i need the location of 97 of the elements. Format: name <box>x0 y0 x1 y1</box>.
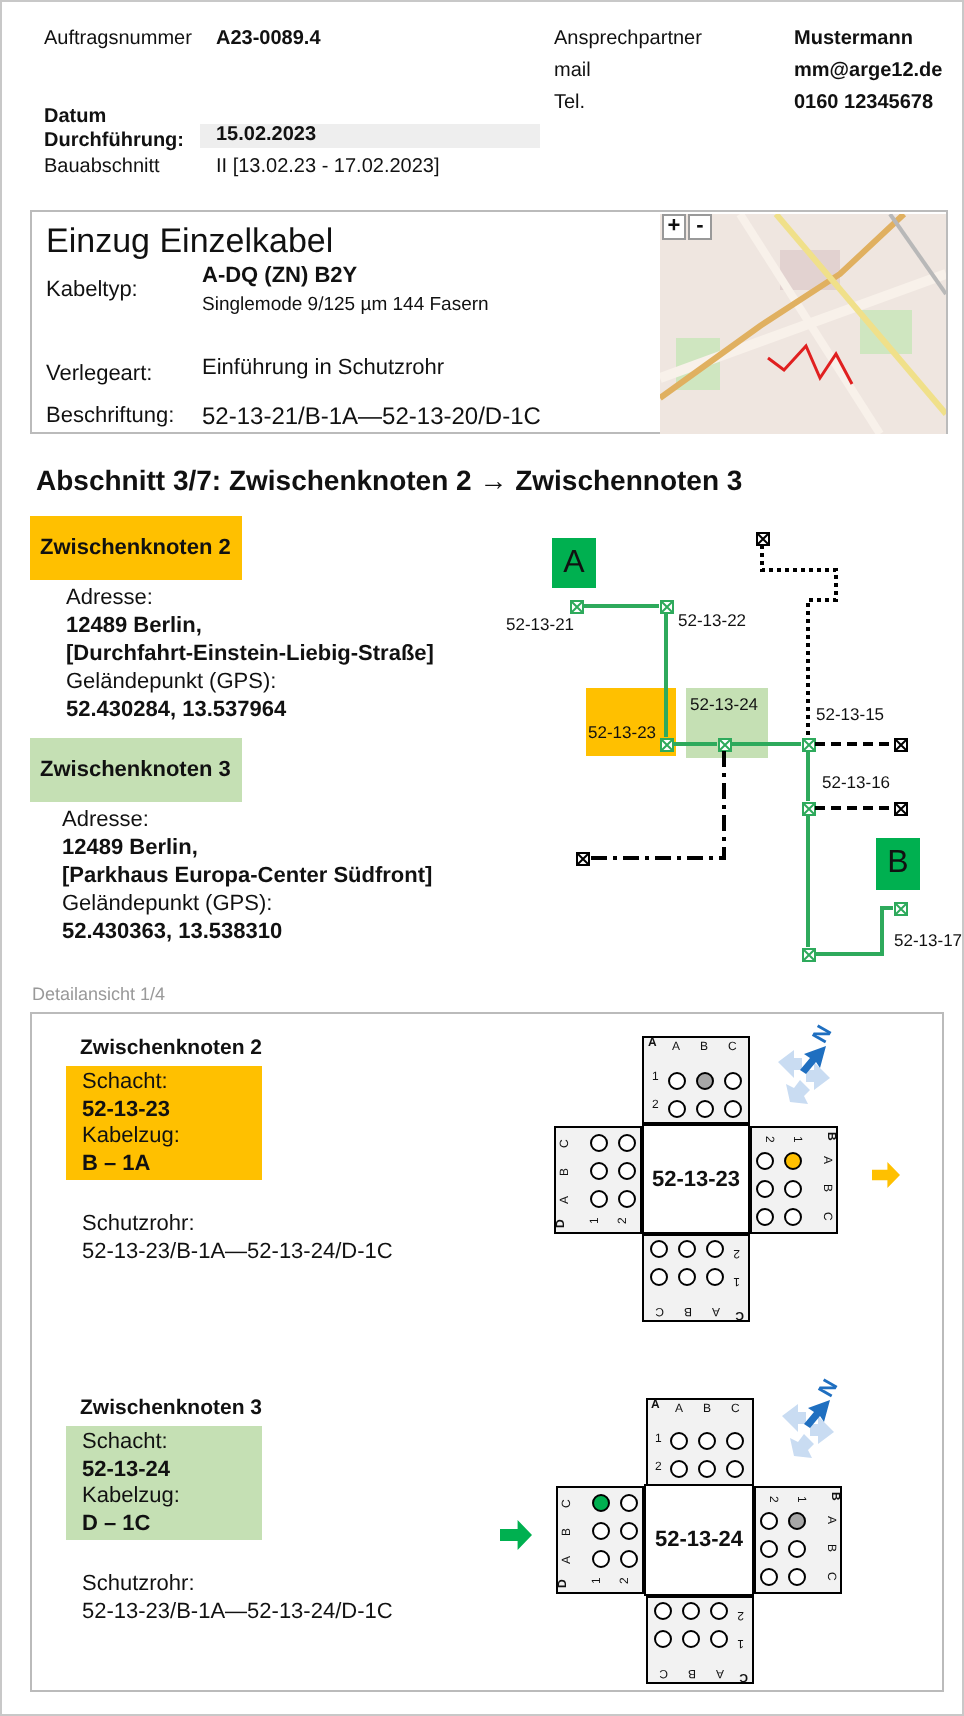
field-label: Verlegeart: <box>46 362 153 389</box>
conduit-label: 52-13-23/B-1A—52-13-24/D-1C <box>82 1240 393 1267</box>
cable-line <box>815 906 893 956</box>
field-label: Ansprechpartner <box>554 28 702 52</box>
junction-marker <box>717 737 731 751</box>
address-label: Adresse: <box>66 586 153 613</box>
shaft-label: 52-13-16 <box>822 772 891 793</box>
shaft-label: 52-13-15 <box>816 704 885 725</box>
box-title: Einzug Einzelkabel <box>46 222 334 263</box>
shaft-label: 52-13-24 <box>690 694 759 715</box>
address-value: [Parkhaus Europa-Center Südfront] <box>62 864 433 891</box>
address-label: Adresse: <box>62 808 149 835</box>
cable-line <box>673 742 717 746</box>
cable-line <box>815 742 893 746</box>
junction-marker <box>893 737 907 751</box>
field-value: Mustermann <box>794 28 913 52</box>
shaft-label: 52-13-21 <box>506 614 575 635</box>
north-letter: N <box>814 1375 846 1403</box>
shaft-label: 52-13-17 <box>894 930 963 951</box>
field-value: Singlemode 9/125 µm 144 Fasern <box>202 294 489 317</box>
address-label: Geländepunkt (GPS): <box>62 892 273 919</box>
cable-line <box>583 604 659 608</box>
endpoint-tag: B <box>876 838 920 890</box>
field-label: Schacht: <box>82 1070 168 1097</box>
card-heading: Zwischenknoten 2 <box>80 1036 263 1062</box>
duct-panel <box>750 1125 838 1233</box>
highlight-box <box>686 688 768 758</box>
cable-line <box>806 751 810 801</box>
duct-panel <box>642 1234 750 1322</box>
junction-marker <box>801 737 815 751</box>
junction-marker <box>575 851 589 865</box>
field-label: Schutzrohr: <box>82 1572 195 1599</box>
junction-marker <box>569 599 583 613</box>
section-title: Abschnitt 3/7: Zwischenknoten 2 → Zwischennoten 3 <box>36 464 743 498</box>
north-letter: N <box>808 1021 840 1049</box>
email-address: mm@arge12.de <box>794 60 943 84</box>
junction-marker <box>801 801 815 815</box>
shaft-label: 52-13-22 <box>678 610 747 631</box>
highlight-box <box>586 688 676 756</box>
phone-number: 0160 12345678 <box>794 92 934 116</box>
shaft-label: 52-13-23 <box>588 722 657 743</box>
address-value: 52.430284, 13.537964 <box>66 698 287 725</box>
field-value: Einführung in Schutzrohr <box>202 356 445 383</box>
zoom-in-button: + <box>662 214 686 240</box>
junction-marker <box>801 947 815 961</box>
junction-marker <box>893 901 907 915</box>
address-value: 12489 Berlin, <box>66 614 202 641</box>
field-value: A23-0089.4 <box>216 28 321 52</box>
heading-tag: Zwischenknoten 3 <box>30 738 242 802</box>
field-value: 52-13-21/B-1A—52-13-20/D-1C <box>202 402 541 431</box>
field-label: Schacht: <box>82 1430 168 1457</box>
field-label: Kabelzug: <box>82 1484 180 1511</box>
duct-panel <box>645 1595 753 1683</box>
junction-marker <box>659 737 673 751</box>
cable-line <box>664 613 668 737</box>
field-value: 52-13-24 <box>82 1457 171 1484</box>
field-value: 52-13-23 <box>82 1097 171 1124</box>
field-label: Beschriftung: <box>46 404 175 431</box>
address-value: 12489 Berlin, <box>62 836 198 863</box>
address-label: Geländepunkt (GPS): <box>66 670 277 697</box>
duct-panel <box>554 1125 642 1233</box>
field-label: Kabelzug: <box>82 1124 180 1151</box>
field-label: Bauabschnitt <box>44 156 160 180</box>
junction-marker <box>755 531 769 545</box>
card-heading: Zwischenknoten 3 <box>80 1396 263 1422</box>
cable-line <box>815 806 893 810</box>
cable-info-box <box>30 210 948 434</box>
conduit-label: 52-13-23/B-1A—52-13-24/D-1C <box>82 1600 393 1627</box>
field-value: A-DQ (ZN) B2Y <box>202 264 358 291</box>
cable-line <box>589 751 726 860</box>
heading-tag: Zwischenknoten 2 <box>30 516 242 580</box>
cable-line <box>806 815 810 947</box>
shaft-center-box: 52-13-23 <box>642 1124 750 1234</box>
field-label: Auftragsnummer <box>44 28 192 52</box>
zoom-out-button: - <box>688 214 712 240</box>
field-label: Datum Durchführung: <box>44 106 186 154</box>
duct-panel <box>556 1486 644 1594</box>
field-value: B – 1A <box>82 1151 151 1178</box>
duct-panel <box>642 1036 750 1124</box>
field-label: Schutzrohr: <box>82 1212 195 1239</box>
address-value: 52.430363, 13.538310 <box>62 920 283 947</box>
cable-line <box>760 545 838 737</box>
shaft-center-box: 52-13-24 <box>644 1484 754 1596</box>
duct-panel <box>754 1486 842 1594</box>
field-value: D – 1C <box>82 1511 151 1538</box>
date-value: 15.02.2023 <box>200 124 540 148</box>
duct-panel <box>645 1397 753 1485</box>
address-value: [Durchfahrt-Einstein-Liebig-Straße] <box>66 642 434 669</box>
junction-marker <box>893 801 907 815</box>
endpoint-tag: A <box>552 538 596 588</box>
field-value: II [13.02.23 - 17.02.2023] <box>216 156 440 180</box>
cable-line <box>731 742 801 746</box>
field-label: mail <box>554 60 591 84</box>
field-label: Tel. <box>554 92 586 116</box>
field-label: Kabeltyp: <box>46 278 138 305</box>
section-caption: Detailansicht 1/4 <box>32 984 166 1006</box>
junction-marker <box>659 599 673 613</box>
